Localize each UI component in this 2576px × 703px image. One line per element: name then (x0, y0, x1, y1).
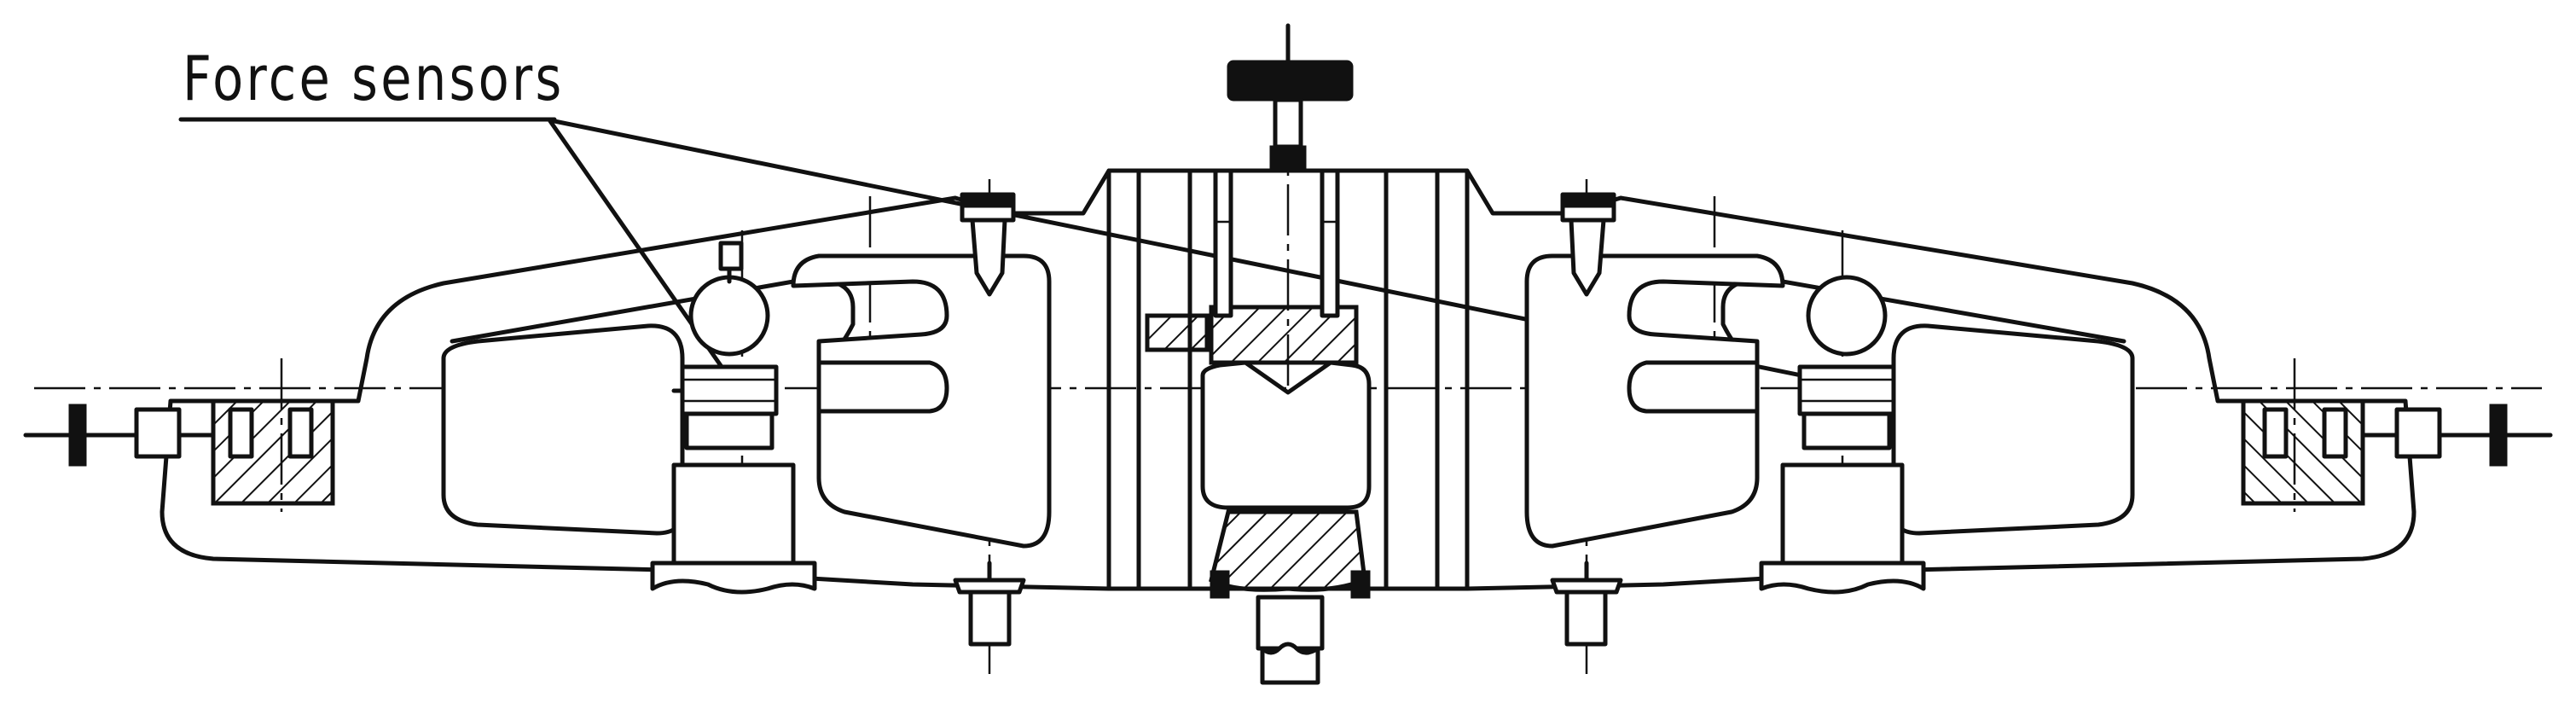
force-sensors-label: Force sensors (183, 43, 565, 114)
right-arm (1465, 168, 2553, 647)
central-column (1106, 23, 1470, 685)
left-arm (23, 168, 1111, 647)
